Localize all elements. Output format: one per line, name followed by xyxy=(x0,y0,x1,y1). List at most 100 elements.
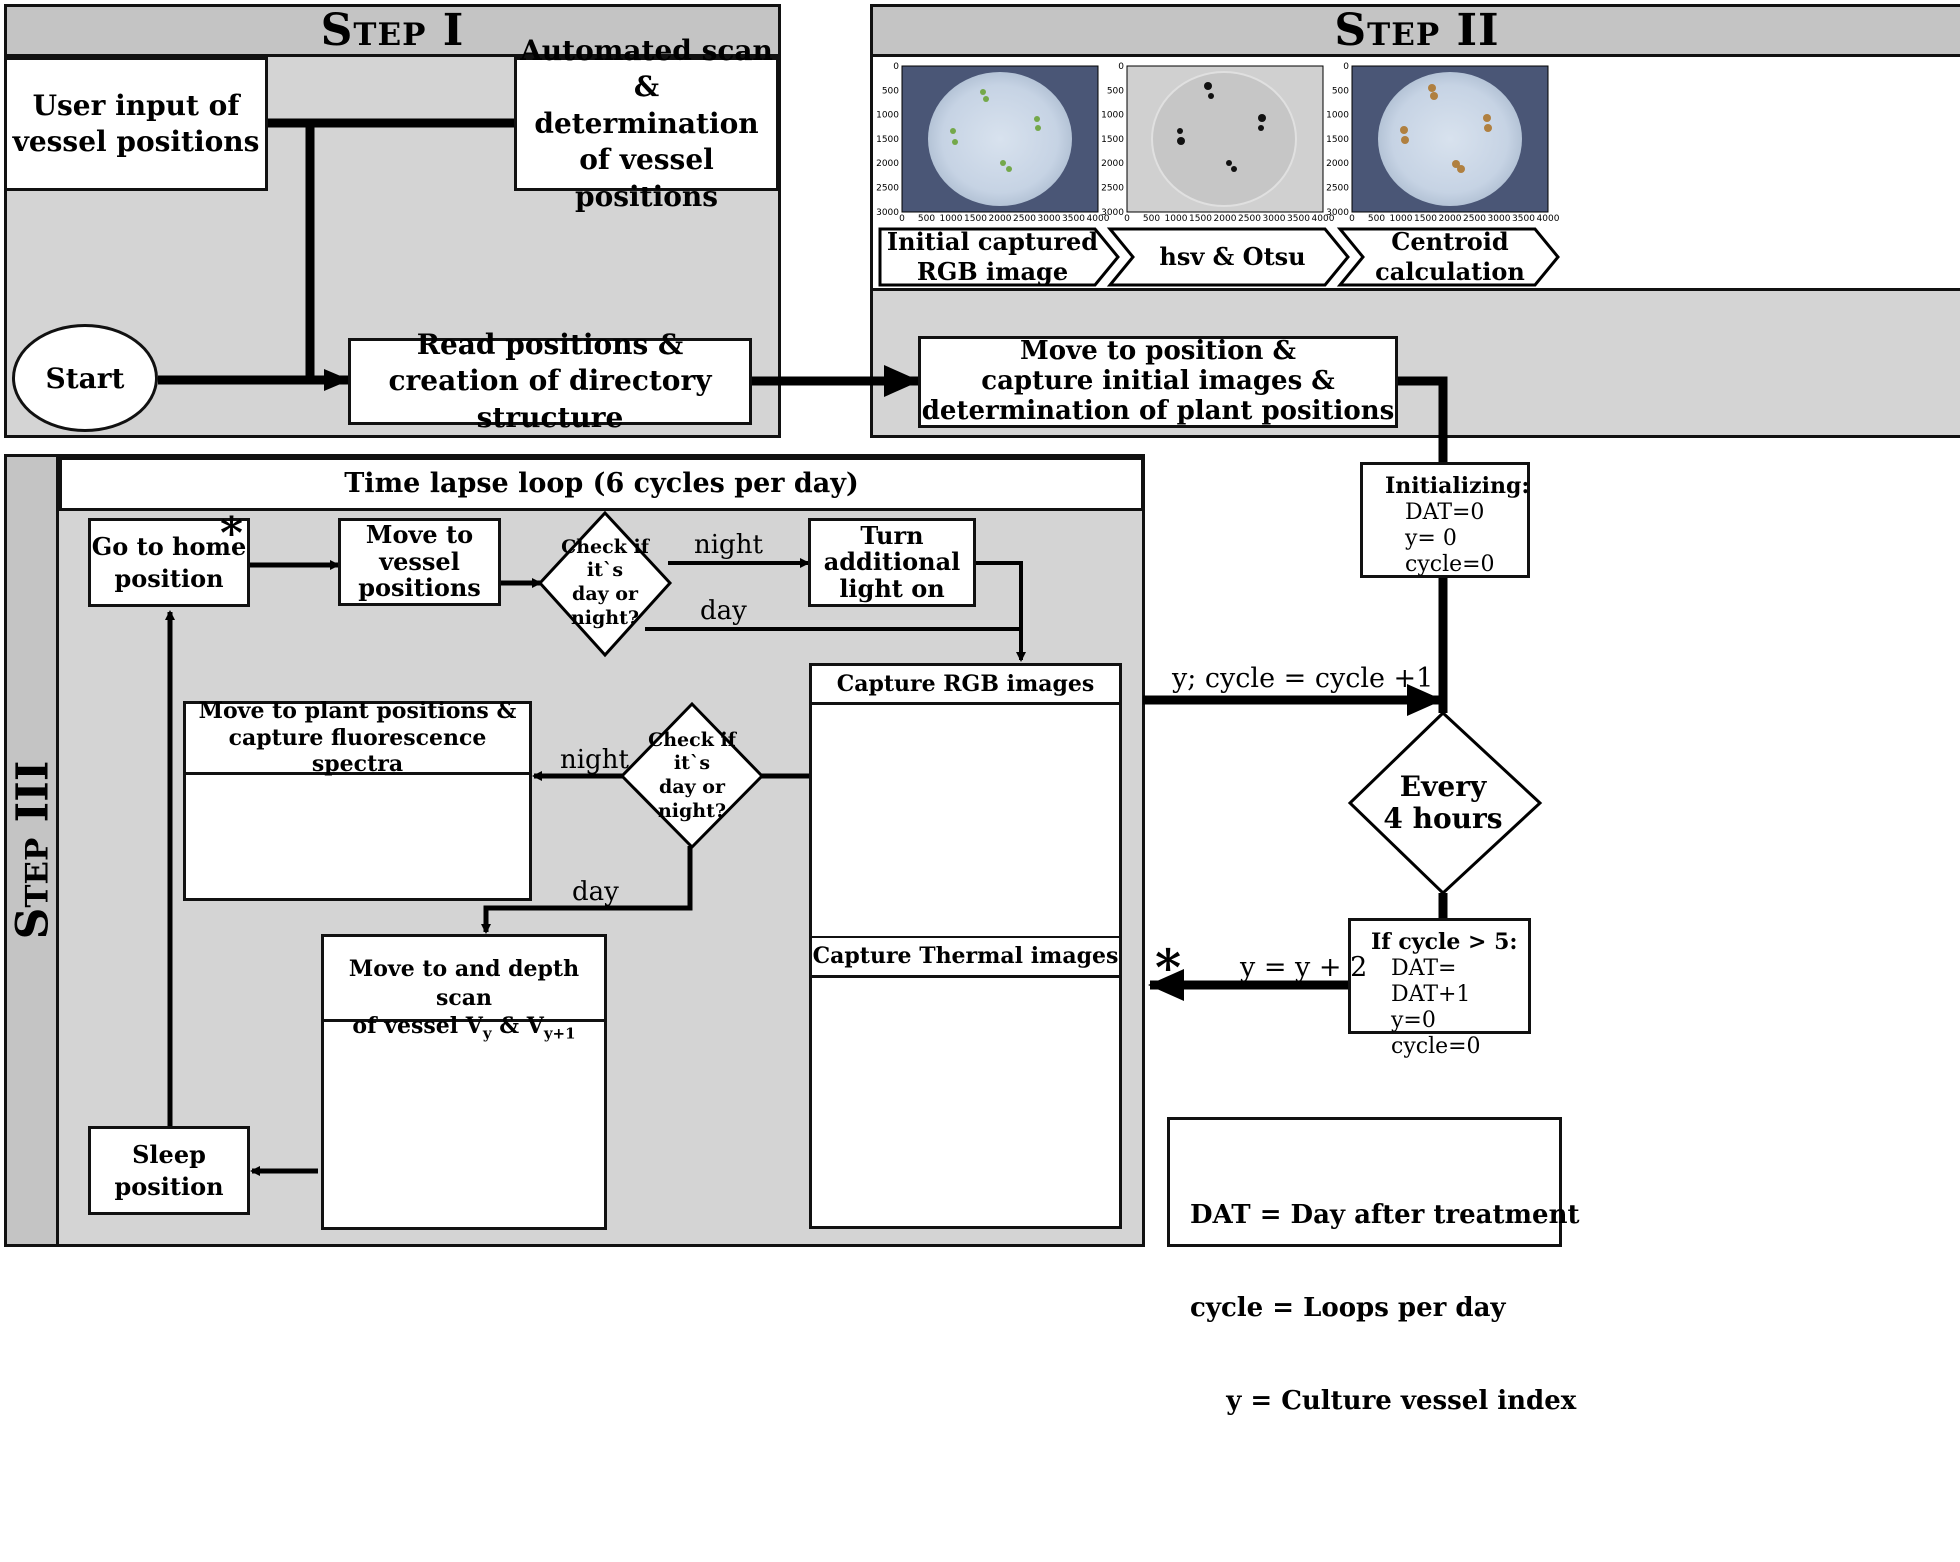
img1-ytick: 1000 xyxy=(876,111,899,121)
fluor-title: Move to plant positions & capture fluore… xyxy=(183,698,532,777)
img1-ytick: 1500 xyxy=(876,135,899,145)
img1-xtick: 3000 xyxy=(1038,214,1061,224)
img3-xtick: 1500 xyxy=(1414,214,1437,224)
start-node[interactable]: Start xyxy=(12,324,158,432)
initial-rgb-image xyxy=(902,66,1098,212)
step2-title: Step II xyxy=(873,5,1960,57)
img3-xtick: 2000 xyxy=(1439,214,1462,224)
stage-label-2: hsv & Otsu xyxy=(1159,242,1306,271)
img3-xtick: 4000 xyxy=(1537,214,1560,224)
img3-ytick: 3000 xyxy=(1326,208,1349,218)
legend-lines: DAT = Day after treatment cycle = Loops … xyxy=(1190,1138,1580,1479)
user-input-box: User input of vessel positions xyxy=(4,57,268,191)
decision-diamond-1 xyxy=(537,510,673,658)
night-label-2: night xyxy=(560,745,629,775)
img2-xtick: 3000 xyxy=(1263,214,1286,224)
depth-subtitle: of vessel Vy & Vy+1 xyxy=(352,1013,576,1043)
img3-ytick: 1000 xyxy=(1326,111,1349,121)
img3-ytick: 2000 xyxy=(1326,159,1349,169)
img2-xtick: 0 xyxy=(1124,214,1130,224)
img3-xtick: 1000 xyxy=(1390,214,1413,224)
init-lines: DAT=0 y= 0 cycle=0 xyxy=(1405,500,1495,577)
img2-xtick: 4000 xyxy=(1312,214,1335,224)
img1-ytick: 500 xyxy=(882,86,899,96)
img2-xtick: 1000 xyxy=(1165,214,1188,224)
img3-ytick: 1500 xyxy=(1326,135,1349,145)
img3-xtick: 3000 xyxy=(1488,214,1511,224)
img3-xtick: 0 xyxy=(1349,214,1355,224)
if-cycle-box: If cycle > 5: DAT= DAT+1 y=0 cycle=0 xyxy=(1348,918,1531,1059)
img1-xtick: 0 xyxy=(899,214,905,224)
img1-ytick: 2500 xyxy=(876,184,899,194)
img2-xtick: 3500 xyxy=(1287,214,1310,224)
start-label: Start xyxy=(45,361,125,395)
img2-ytick: 3000 xyxy=(1101,208,1124,218)
turn-light-box: Turn additional light on xyxy=(808,518,976,607)
img1-xtick: 2000 xyxy=(989,214,1012,224)
stage-label-3: Centroid calculation xyxy=(1375,227,1525,286)
cycle-increment-label: y; cycle = cycle +1 xyxy=(1172,663,1434,694)
legend-box: DAT = Day after treatment cycle = Loops … xyxy=(1167,1117,1580,1416)
day-label-1: day xyxy=(700,596,747,626)
step1-title: Step I xyxy=(7,5,778,57)
img2-xtick: 2500 xyxy=(1238,214,1261,224)
img1-ytick: 0 xyxy=(893,62,899,72)
init-title: Initializing: xyxy=(1385,473,1530,499)
img1-xtick: 4000 xyxy=(1087,214,1110,224)
check-day-night-1: Check if it`s day or night? xyxy=(561,536,649,629)
img1-xtick: 1500 xyxy=(964,214,987,224)
img1-xtick: 500 xyxy=(918,214,935,224)
img1-xtick: 1000 xyxy=(940,214,963,224)
img3-xtick: 3500 xyxy=(1512,214,1535,224)
thermal-divider xyxy=(809,936,1122,939)
hsv-otsu-image xyxy=(1127,66,1323,212)
init-box: Initializing: DAT=0 y= 0 cycle=0 xyxy=(1360,462,1530,578)
img3-ytick: 2500 xyxy=(1326,184,1349,194)
capture-rgb-title: Capture RGB images xyxy=(809,663,1122,705)
img3-xtick: 2500 xyxy=(1463,214,1486,224)
img2-xtick: 500 xyxy=(1143,214,1160,224)
img3-ytick: 0 xyxy=(1343,62,1349,72)
loop-title-box: Time lapse loop (6 cycles per day) xyxy=(59,457,1144,511)
img2-ytick: 500 xyxy=(1107,86,1124,96)
legend-cycle: cycle = Loops per day xyxy=(1190,1293,1506,1323)
img1-ytick: 3000 xyxy=(876,208,899,218)
img2-xtick: 1500 xyxy=(1189,214,1212,224)
move-capture-box: Move to position & capture initial image… xyxy=(918,336,1398,428)
check-day-night-2: Check if it`s day or night? xyxy=(648,729,736,822)
img1-xtick: 2500 xyxy=(1013,214,1036,224)
sleep-box: Sleep position xyxy=(88,1126,250,1215)
capture-thermal-title: Capture Thermal images xyxy=(809,938,1122,978)
move-vessel-box: Move to vessel positions xyxy=(338,518,501,606)
img2-ytick: 2000 xyxy=(1101,159,1124,169)
stage-label-1: Initial captured RGB image xyxy=(886,227,1099,286)
img2-ytick: 1500 xyxy=(1101,135,1124,145)
depth-title: Move to and depth scan xyxy=(348,956,580,1011)
img2-xtick: 2000 xyxy=(1214,214,1237,224)
if-cycle-title: If cycle > 5: xyxy=(1371,929,1518,955)
asterisk-right: * xyxy=(1155,938,1182,997)
y-increment-label: y = y + 2 xyxy=(1240,952,1368,983)
legend-y: y = Culture vessel index xyxy=(1190,1386,1577,1416)
img2-ytick: 1000 xyxy=(1101,111,1124,121)
decision-diamond-2 xyxy=(619,701,765,850)
img1-xtick: 3500 xyxy=(1062,214,1085,224)
img2-ytick: 0 xyxy=(1118,62,1124,72)
step2-axes xyxy=(901,65,1549,213)
go-home-box: Go to home position xyxy=(88,518,250,607)
step3-sidebar: Step III xyxy=(7,457,59,1244)
read-positions-box: Read positions & creation of directory s… xyxy=(348,328,752,434)
img3-xtick: 500 xyxy=(1368,214,1385,224)
img2-ytick: 2500 xyxy=(1101,184,1124,194)
img3-ytick: 500 xyxy=(1332,86,1349,96)
day-label-2: day xyxy=(572,877,619,907)
every-diamond xyxy=(1347,710,1543,896)
legend-dat: DAT = Day after treatment xyxy=(1190,1200,1580,1230)
if-cycle-lines: DAT= DAT+1 y=0 cycle=0 xyxy=(1391,956,1481,1059)
asterisk-home: * xyxy=(220,508,244,559)
img1-ytick: 2000 xyxy=(876,159,899,169)
centroid-image xyxy=(1352,66,1548,212)
depth-title-box: Move to and depth scan of vessel Vy & Vy… xyxy=(321,934,607,1043)
night-label-1: night xyxy=(694,530,763,560)
every-4-hours-label: Every 4 hours xyxy=(1383,769,1503,835)
